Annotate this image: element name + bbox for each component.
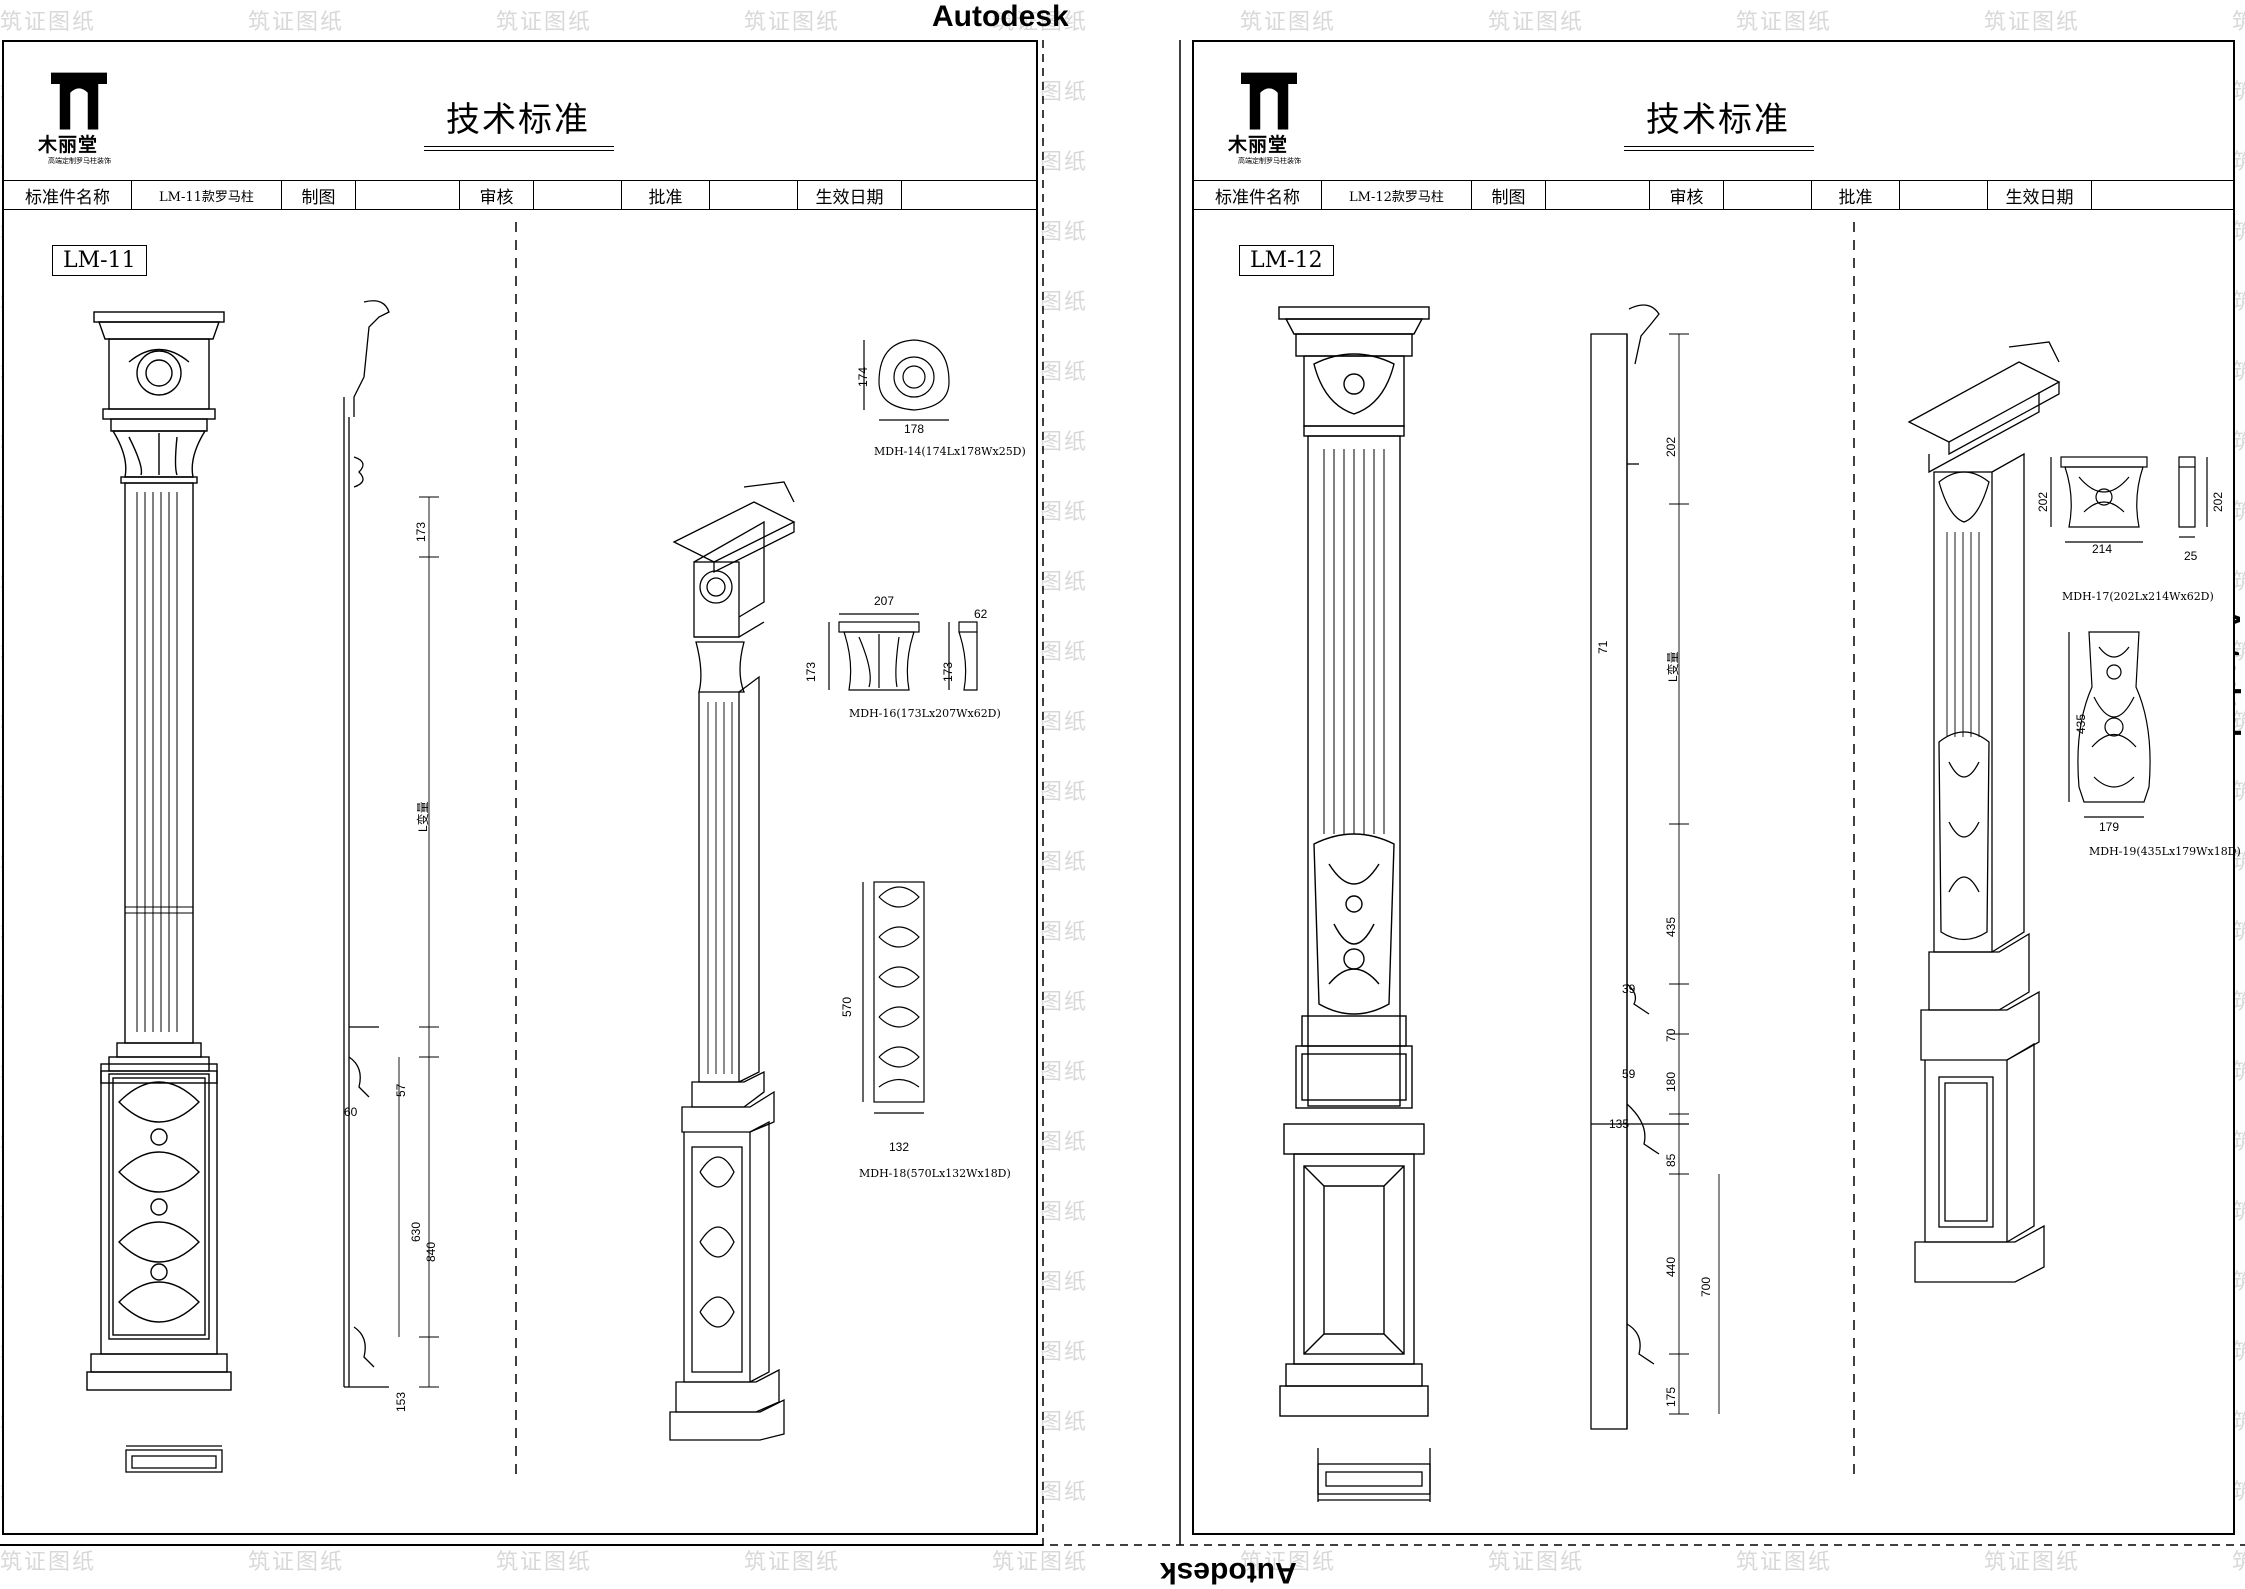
dim-side-2: L变量 bbox=[416, 801, 430, 832]
dim-side-13: 175 bbox=[1664, 1386, 1678, 1407]
info-label-drafter: 制图 bbox=[1472, 181, 1546, 209]
page-title: 技术标准 bbox=[446, 100, 590, 140]
info-label-reviewer: 审核 bbox=[1650, 181, 1724, 209]
dim-mdh-14-2: 178 bbox=[904, 422, 925, 436]
logo-icon bbox=[51, 72, 107, 130]
title-underline bbox=[424, 146, 614, 147]
logo-icon bbox=[1241, 72, 1297, 130]
part-mdh-18-drawing bbox=[862, 881, 925, 1114]
dim-mdh-18-2: 132 bbox=[889, 1140, 910, 1154]
info-label-effective-date: 生效日期 bbox=[1988, 181, 2092, 209]
dim-mdh-19-1: 435 bbox=[2074, 713, 2088, 734]
part-mdh-17-drawing bbox=[2050, 456, 2208, 543]
drawing-id-badge: LM-11 bbox=[52, 245, 147, 276]
part-mdh-19-drawing bbox=[2068, 631, 2151, 818]
part-label-mdh-17: MDH-17(202Lx214Wx62D) bbox=[2062, 590, 2214, 603]
column-front-elevation bbox=[1278, 306, 1430, 1417]
logo-tagline: 高端定制罗马柱装饰 bbox=[1238, 157, 1301, 165]
sheet-lm-12: 木丽堂 高端定制罗马柱装饰 技术标准 标准件名称 LM-12款罗马柱 制图 审核… bbox=[1192, 40, 2241, 1535]
part-mdh-14-drawing bbox=[863, 339, 950, 421]
dim-side-3: L变量 bbox=[1666, 651, 1680, 682]
info-approver-value[interactable] bbox=[710, 181, 798, 209]
info-drafter-value[interactable] bbox=[356, 181, 460, 209]
section-divider bbox=[1853, 222, 1855, 1482]
info-label-approver: 批准 bbox=[1812, 181, 1900, 209]
column-isometric-view bbox=[669, 481, 796, 1441]
dim-side-12: 700 bbox=[1699, 1276, 1713, 1297]
info-effective-date-value[interactable] bbox=[2092, 181, 2235, 209]
info-reviewer-value[interactable] bbox=[1724, 181, 1812, 209]
autodesk-label-top: Autodesk bbox=[932, 0, 1069, 33]
column-front-elevation bbox=[93, 311, 225, 1084]
part-mdh-16-drawing bbox=[828, 613, 978, 691]
dim-side-7: 59 bbox=[1622, 1067, 1636, 1081]
dim-side-1: 202 bbox=[1664, 436, 1678, 457]
info-label-part-name: 标准件名称 bbox=[4, 181, 132, 209]
dim-side-5: 630 bbox=[409, 1221, 423, 1242]
dim-mdh-16-4: 173 bbox=[941, 661, 955, 682]
part-label-mdh-18: MDH-18(570Lx132Wx18D) bbox=[859, 1167, 1011, 1180]
info-approver-value[interactable] bbox=[1900, 181, 1988, 209]
info-reviewer-value[interactable] bbox=[534, 181, 622, 209]
part-label-mdh-19: MDH-19(435Lx179Wx18D) bbox=[2089, 845, 2241, 858]
info-label-part-name: 标准件名称 bbox=[1194, 181, 1322, 209]
logo-tagline: 高端定制罗马柱装饰 bbox=[48, 157, 111, 165]
info-drafter-value[interactable] bbox=[1546, 181, 1650, 209]
dim-mdh-17-3: 202 bbox=[2211, 491, 2225, 512]
dim-mdh-14-1: 174 bbox=[856, 366, 870, 387]
info-effective-date-value[interactable] bbox=[902, 181, 1038, 209]
dim-side-5: 39 bbox=[1622, 982, 1636, 996]
part-label-mdh-14: MDH-14(174Lx178Wx25D) bbox=[874, 445, 1026, 458]
page-title: 技术标准 bbox=[1646, 100, 1790, 140]
dim-side-2: 71 bbox=[1596, 640, 1610, 654]
dim-mdh-16-1: 207 bbox=[874, 594, 895, 608]
logo-name: 木丽堂 bbox=[1228, 134, 1289, 156]
column-side-section bbox=[1590, 304, 1720, 1430]
dim-mdh-17-2: 214 bbox=[2092, 542, 2113, 556]
dim-mdh-17-1: 202 bbox=[2036, 491, 2050, 512]
sheet-lm-11: 木丽堂 高端定制罗马柱装饰 技术标准 标准件名称 LM-11款罗马柱 制图 审核… bbox=[2, 40, 1038, 1535]
dim-side-11: 440 bbox=[1664, 1256, 1678, 1277]
info-label-drafter: 制图 bbox=[282, 181, 356, 209]
title-underline bbox=[1624, 146, 1814, 147]
info-row: 标准件名称 LM-12款罗马柱 制图 审核 批准 生效日期 bbox=[1194, 180, 2235, 210]
info-label-effective-date: 生效日期 bbox=[798, 181, 902, 209]
dim-mdh-16-3: 173 bbox=[804, 661, 818, 682]
dim-side-6: 840 bbox=[424, 1241, 438, 1262]
dim-side-10: 85 bbox=[1664, 1153, 1678, 1167]
info-part-name: LM-11款罗马柱 bbox=[132, 181, 282, 209]
column-pedestal bbox=[86, 1063, 232, 1391]
dim-side-3: 57 bbox=[394, 1083, 408, 1097]
column-plan-view bbox=[1317, 1448, 1431, 1502]
part-label-mdh-16: MDH-16(173Lx207Wx62D) bbox=[849, 707, 1001, 720]
dim-side-8: 180 bbox=[1664, 1071, 1678, 1092]
info-part-name: LM-12款罗马柱 bbox=[1322, 181, 1472, 209]
dim-mdh-19-2: 179 bbox=[2099, 820, 2120, 834]
logo-name: 木丽堂 bbox=[38, 134, 99, 156]
info-row: 标准件名称 LM-11款罗马柱 制图 审核 批准 生效日期 bbox=[4, 180, 1038, 210]
dim-side-7: 153 bbox=[394, 1391, 408, 1412]
dim-mdh-17-4: 25 bbox=[2184, 549, 2198, 563]
column-side-section bbox=[343, 300, 439, 1388]
dim-mdh-18-1: 570 bbox=[840, 996, 854, 1017]
dim-side-9: 135 bbox=[1609, 1117, 1630, 1131]
dim-side-4: 60 bbox=[344, 1105, 358, 1119]
column-plan-view bbox=[125, 1445, 223, 1473]
drawing-id-badge: LM-12 bbox=[1239, 245, 1334, 276]
dim-side-4: 435 bbox=[1664, 916, 1678, 937]
info-label-reviewer: 审核 bbox=[460, 181, 534, 209]
column-isometric-view bbox=[1907, 341, 2061, 1283]
section-divider bbox=[515, 222, 517, 1482]
dim-side-1: 173 bbox=[414, 521, 428, 542]
dim-side-6: 70 bbox=[1664, 1028, 1678, 1042]
dim-mdh-16-2: 62 bbox=[974, 607, 988, 621]
info-label-approver: 批准 bbox=[622, 181, 710, 209]
